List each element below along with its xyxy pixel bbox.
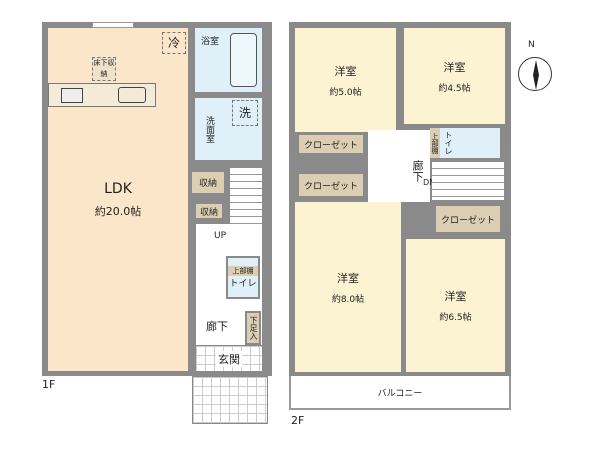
entrance: 玄関 (196, 346, 262, 371)
room-name: 洋室 (337, 271, 359, 285)
washroom: 洗面室 (195, 98, 262, 160)
room-4-5: 洋室 約4.5帖 (404, 28, 505, 124)
ldk-size: 約20.0帖 (94, 204, 142, 218)
upper-shelf-label: 上部棚 (228, 266, 258, 276)
room-8-0: 洋室 約8.0帖 (295, 202, 401, 372)
washer-mark: 洗 (232, 100, 258, 126)
washroom-label: 洗面室 (204, 115, 214, 143)
room-size: 約4.5帖 (438, 83, 471, 94)
toilet-2f: 上部棚 トイレ (430, 128, 500, 158)
room-name: 洋室 (444, 290, 467, 303)
window (92, 22, 134, 28)
fridge-mark: 冷 (162, 32, 186, 54)
balcony-label: バルコニー (377, 388, 423, 399)
room-size: 約8.0帖 (331, 294, 365, 305)
storage-1: 収納 (190, 170, 226, 195)
porch (192, 376, 268, 424)
toilet-label: トイレ (444, 131, 453, 155)
bathtub-icon (230, 33, 257, 87)
floor2-label: 2F (291, 414, 305, 427)
dn-label: DN (423, 178, 436, 187)
hallway-2f (368, 130, 430, 202)
floor1-label: 1F (42, 378, 56, 391)
bath-label: 浴室 (201, 37, 220, 47)
ldk-room: LDK 約20.0帖 (48, 28, 188, 371)
room-name: 洋室 (443, 60, 466, 74)
underfloor-storage: 床下収納 (92, 57, 116, 81)
closet-2: クローゼット (297, 172, 365, 198)
upper-shelf-label: 上部棚 (430, 128, 440, 158)
compass-icon (518, 57, 552, 91)
room-size: 約5.0帖 (329, 87, 362, 98)
shoe-storage: 下足入 (245, 311, 261, 345)
stove-icon (61, 88, 83, 103)
compass-n: N (528, 40, 535, 50)
stairs-2f (432, 162, 504, 200)
room-size: 約6.5帖 (439, 313, 472, 323)
room-6-5: 洋室 約6.5帖 (406, 239, 505, 372)
room-5-0: 洋室 約5.0帖 (295, 28, 396, 132)
toilet-label: トイレ (229, 279, 257, 289)
sink-icon (118, 87, 146, 103)
up-label: UP (214, 231, 227, 241)
hallway-label: 廊下 (206, 320, 228, 333)
entrance-label: 玄関 (216, 350, 242, 367)
ldk-name: LDK (104, 180, 132, 197)
room-name: 洋室 (334, 64, 357, 78)
storage-2: 収納 (194, 202, 224, 220)
balcony: バルコニー (289, 376, 511, 410)
toilet-1f: 上部棚 トイレ (226, 256, 260, 299)
closet-1: クローゼット (297, 133, 365, 155)
closet-3: クローゼット (434, 204, 502, 234)
hallway-2f-label: 廊下 (411, 160, 424, 182)
